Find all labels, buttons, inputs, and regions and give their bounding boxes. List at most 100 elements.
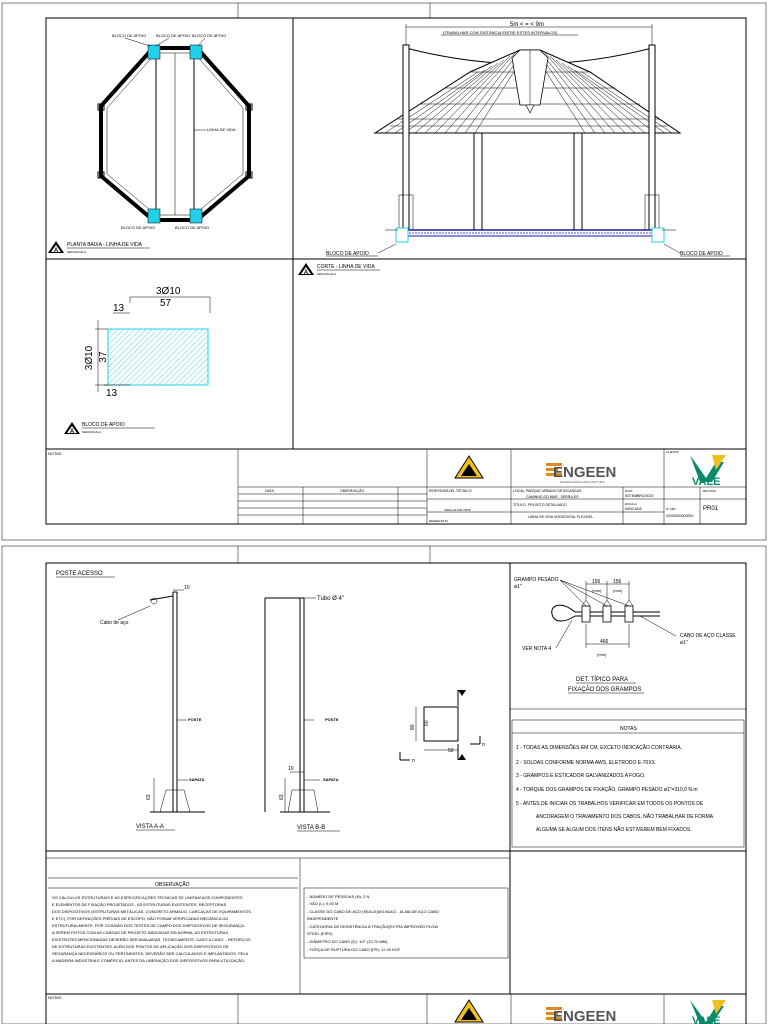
poste-b-label: POSTE: [325, 717, 339, 722]
bloco-cover-top: 13: [113, 303, 125, 314]
sapata-b-label: SAPATA: [323, 777, 339, 782]
engeen-logo: ENGEEN ENGENHARIA E ARQUITETURA: [546, 463, 616, 484]
data-label: DATA: [625, 489, 633, 493]
bloco-apoio-detail: 3Ø10 57 13 3Ø10 37 13 BLOCO DE APOIO SEM…: [64, 286, 211, 435]
bloco-apoio-marker: [189, 44, 203, 60]
spec-line: - DIÂMETRO DO CABO (D): 1/2" (12,70 MM): [307, 939, 388, 944]
poste-a-label: POSTE: [188, 717, 202, 722]
bloco-height: 37: [98, 351, 109, 363]
mm-label-b: (mm): [613, 588, 623, 593]
det-title-2: FIXAÇÃO DOS GRAMPOS: [568, 686, 641, 693]
local-1: PARQUE URBANO DE BICANGAS: [526, 489, 582, 493]
data-value: SETEMBRO/2020: [625, 494, 653, 498]
cabo-label: Cabo de aço: [100, 620, 129, 626]
notas-label-2: NOTAS: [48, 995, 62, 1000]
planta-baixa: BLOCO DE APOIO BLOCO DE APOIO BLOCO DE A…: [48, 33, 253, 254]
revisao-label: REVISÃO: [703, 488, 717, 493]
linha-de-vida-label: LINHA DE VIDA: [207, 127, 236, 132]
obs-line: ESTRUTURALMENTE. POR OCASIÃO DOS TESTES …: [52, 923, 245, 928]
dim-156-a: 156: [592, 579, 601, 585]
notas-box: NOTAS 1 - TODAS AS DIMENSÕES EM CM, EXCE…: [511, 719, 745, 848]
bloco-apoio-marker: [189, 208, 203, 224]
obs-line: A SEREM FEITOS COM AS CARGAS DE PROJETO …: [52, 930, 228, 935]
dim-466: 466: [600, 639, 609, 645]
corte-title: CORTE - LINHA DE VIDA: [317, 264, 375, 270]
grampo-label: GRAMPO PESADO: [514, 577, 559, 583]
obs-line: E ETC), POR DEFINIÇÕES PRÉVIAS DE ESCOPO…: [52, 916, 228, 921]
vista-a-label: VISTA A-A: [136, 824, 164, 830]
nota-1: 1 - TODAS AS DIMENSÕES EM CM, EXCETO IND…: [516, 744, 682, 751]
tubo-label: Tubo Ø 4": [317, 596, 344, 602]
bloco-title: BLOCO DE APOIO: [82, 422, 125, 428]
obs-line: A MADEIRA INDÚSTRIA E COMÉRCIO, ANTES DA…: [52, 958, 245, 963]
engeen-logo: ENGEEN: [546, 1007, 616, 1024]
poste-title: POSTE ACESSO: [56, 571, 103, 577]
sec-80: 80: [410, 724, 416, 730]
grampo-clip: [602, 599, 612, 623]
detalhe-grampos: GRAMPO PESADO ø1" 156 156 (mm) (mm): [514, 577, 736, 694]
titulo-1: PROJETO DETALHADO: [528, 503, 567, 507]
bloco-section: [107, 328, 209, 386]
sheet-2: POSTE ACESSO 10 Cabo de aço POSTE SAPATA…: [1, 545, 767, 1024]
warning-icon: [298, 263, 314, 276]
observacao-box: OBSERVAÇÃO OS CÁLCULOS ESTRUTURAIS E AS …: [46, 857, 510, 994]
sec-50: 50: [448, 748, 454, 754]
nota-3: 3 - GRAMPOS E ESTICADOR GALVANIZADOS A F…: [516, 773, 645, 779]
bloco-apoio-elev: [651, 227, 665, 243]
notas-title: NOTAS: [620, 726, 638, 732]
nart-value: 0000000000000X: [666, 514, 694, 518]
spec-line: - FORÇA DE RUPTURA DO CABO (FR): 12.00 K…: [307, 947, 401, 952]
engineer-logo: [454, 999, 484, 1023]
sapata-a-label: SAPATA: [189, 777, 205, 782]
bloco-right-label: BLOCO DE APOIO: [680, 251, 723, 257]
secao-poste: 50 80 60 n n: [399, 690, 485, 764]
spec-line: - CLASSE DO CABO DE AÇO (SEALE)6X19AACI …: [307, 909, 439, 914]
sheet-1-frame: [45, 17, 747, 525]
planta-title: PLANTA BAIXA - LINHA DE VIDA: [67, 242, 143, 248]
obs-line: SEGURANÇA NECESSÁRIOS OU PERTINENTES, DE…: [52, 951, 249, 956]
grampo-clip: [624, 599, 634, 623]
bloco-label: BLOCO DE APOIO: [121, 225, 155, 230]
prancha-value: PR01: [703, 506, 719, 512]
bloco-label: BLOCO DE APOIO: [192, 33, 226, 38]
dim-10-a: 10: [184, 585, 190, 591]
engineer-logo: [454, 455, 484, 479]
local-label: LOCAL:: [513, 489, 525, 493]
bloco-side-rebar: 3Ø10: [84, 345, 95, 370]
crea-label: CREA 00.000.796/D: [444, 508, 472, 512]
obs-line: DOS DISPOSITIVOS (ESTRUTURAS METÁLICAS, …: [52, 909, 251, 914]
desenhista-label: DESENHISTA: [429, 519, 448, 523]
poste-direito: [648, 44, 656, 231]
bloco-width: 57: [160, 298, 172, 309]
nart-label: Nº ART: [666, 507, 676, 511]
bloco-scale: SEM ESCALA: [82, 430, 101, 434]
elevacao-linha-de-vida: 5m < = < 9m (TRABALHAR COM DISTÂNCIA ENT…: [326, 22, 730, 257]
svg-text:n: n: [482, 742, 485, 748]
spec-line: - VÃO (L): 9,00 M: [307, 901, 338, 906]
obs-line: E ELEMENTOS DE FIXAÇÃO PROJETADOS - AS E…: [52, 902, 227, 907]
bloco-apoio-marker: [147, 44, 161, 60]
engeen-text: ENGEEN: [553, 464, 616, 481]
nota-5c: ALGUMA SE ALGUM DOS ITENS NÃO ESTIVEREM …: [536, 826, 692, 833]
vale-text: VALE: [692, 476, 721, 488]
title-block-2: NOTAS ENGEEN VALE: [48, 994, 726, 1024]
grampo-size: ø1": [514, 584, 522, 590]
vale-logo: VALE: [690, 455, 726, 488]
warning-icon: [48, 241, 64, 254]
vista-b-label: VISTA B-B: [297, 825, 325, 831]
engeen-sub: ENGENHARIA E ARQUITETURA: [560, 480, 605, 484]
cabo-classe-label: CABO DE AÇO CLASSE: [680, 633, 736, 639]
titulo-label: TÍTULO:: [513, 503, 526, 507]
engeen-text: ENGEEN: [553, 1008, 616, 1024]
bloco-label: BLOCO DE APOIO: [156, 33, 190, 38]
escala-label: ESCALA: [625, 502, 637, 506]
dim-10-b: 10: [288, 766, 294, 772]
cabo-classe-size: ø1": [680, 640, 688, 646]
mm-label-c: (mm): [597, 652, 607, 657]
corte-title-group: CORTE - LINHA DE VIDA SEM ESCALA: [298, 263, 380, 276]
mm-label-a: (mm): [592, 588, 602, 593]
sec-60: 60: [424, 720, 430, 726]
notas-label: NOTAS: [48, 451, 62, 456]
bloco-cover-bottom: 13: [106, 388, 118, 399]
det-title-1: DET. TÍPICO PARA: [576, 676, 628, 683]
